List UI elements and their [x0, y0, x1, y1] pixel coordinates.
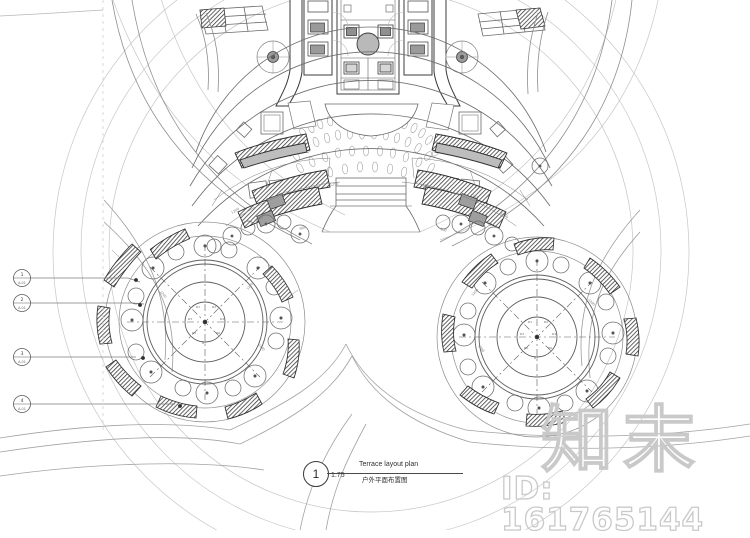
- svg-text:R7: R7: [534, 356, 538, 360]
- callout-leader-lines: [30, 277, 175, 405]
- svg-text:R1: R1: [196, 305, 200, 309]
- svg-text:R3: R3: [520, 332, 524, 336]
- svg-text:1200: 1200: [257, 343, 265, 352]
- svg-text:R4: R4: [552, 332, 556, 336]
- svg-text:2400: 2400: [484, 219, 493, 227]
- dimension-text-marks: 1250 1250 1250 1250 1250 1250 2400 900 9…: [230, 182, 509, 233]
- top-site-trim: [0, 9, 104, 17]
- pergola-top-left: [195, 5, 269, 93]
- callout-2: 2 A-01: [13, 294, 31, 312]
- svg-text:A-01: A-01: [18, 281, 26, 285]
- svg-text:1250: 1250: [279, 190, 288, 197]
- svg-text:R5: R5: [192, 331, 196, 335]
- amphitheater-seat-rows: [189, 26, 553, 227]
- right-circular-plaza: R1 R2 R3 R4 R5 R6 R7: [436, 236, 640, 438]
- svg-text:1250: 1250: [330, 182, 339, 187]
- drawing-scale: 1:75: [331, 472, 345, 479]
- callout-4: 4 A-01: [13, 395, 31, 413]
- stage-flanking-panels: [287, 100, 455, 131]
- svg-text:R2: R2: [544, 320, 548, 324]
- title-rule: [327, 473, 463, 474]
- svg-text:3: 3: [21, 351, 24, 357]
- svg-text:R3: R3: [188, 317, 192, 321]
- svg-text:1200: 1200: [159, 290, 167, 299]
- callout-bubbles[interactable]: 1 A-01 2 A-01 3 A-01: [13, 269, 31, 413]
- svg-text:1250: 1250: [420, 183, 429, 188]
- tree-symbols-upper: [206, 157, 549, 254]
- svg-text:R1: R1: [528, 320, 532, 324]
- center-entry-steps: [330, 177, 412, 207]
- svg-text:2: 2: [21, 297, 24, 303]
- column-roundel-right: [445, 40, 479, 74]
- callout-1: 1 A-01: [13, 269, 31, 287]
- leader-arrowheads: [134, 278, 182, 408]
- svg-text:1200: 1200: [471, 288, 479, 297]
- svg-text:900: 900: [440, 227, 447, 233]
- restroom-fixtures-lower: [343, 61, 394, 75]
- central-building-core: [336, 0, 400, 95]
- svg-text:R6: R6: [216, 331, 220, 335]
- svg-text:4: 4: [21, 398, 24, 404]
- svg-text:A-01: A-01: [18, 306, 26, 310]
- stage-platform: [324, 103, 419, 137]
- svg-text:2400: 2400: [255, 215, 264, 223]
- service-wing-right: [387, 0, 461, 107]
- detail-number-bubble[interactable]: 1: [303, 461, 329, 487]
- title-block: 1 1:75 Terrace layout plan 户外平面布置图: [303, 461, 463, 491]
- center-ramp-wings: [321, 205, 421, 233]
- svg-text:1250: 1250: [230, 207, 239, 215]
- svg-text:A-01: A-01: [18, 360, 26, 364]
- callout-3: 3 A-01: [13, 348, 31, 366]
- svg-text:1200: 1200: [246, 282, 254, 291]
- svg-text:R4: R4: [220, 317, 224, 321]
- svg-text:1: 1: [21, 272, 24, 278]
- svg-text:1250: 1250: [499, 211, 508, 219]
- svg-text:A-01: A-01: [18, 407, 26, 411]
- svg-text:1250: 1250: [470, 193, 479, 200]
- column-roundel-left: [256, 40, 290, 74]
- svg-text:1200: 1200: [587, 298, 595, 307]
- svg-text:R2: R2: [212, 305, 216, 309]
- drawing-title-en: Terrace layout plan: [359, 461, 419, 468]
- svg-text:900: 900: [299, 225, 306, 231]
- drawing-title-cn: 户外平面布置图: [362, 476, 408, 484]
- pergola-top-right: [477, 7, 549, 95]
- svg-text:R7: R7: [202, 341, 206, 345]
- left-circular-plaza: R1 R2 R3 R4 R5 R6 R7: [96, 221, 306, 423]
- svg-text:R6: R6: [548, 346, 552, 350]
- terrace-edge-arcs: [103, 199, 641, 379]
- svg-text:R5: R5: [524, 346, 528, 350]
- core-partition-lines: [341, 4, 395, 90]
- svg-text:1200: 1200: [477, 344, 485, 353]
- pathway-curves: [0, 343, 750, 530]
